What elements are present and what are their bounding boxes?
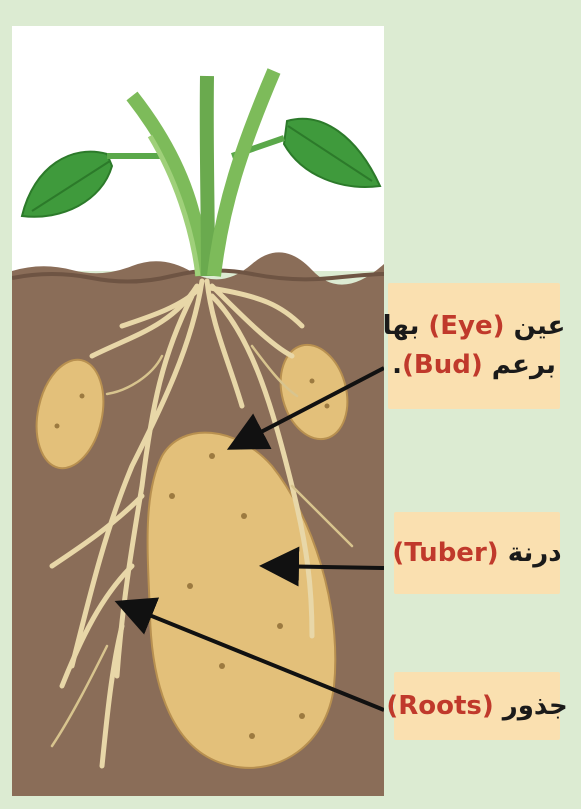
tuber-label-en: (Tuber)	[392, 534, 498, 573]
tuber-arrow	[267, 566, 384, 568]
roots-label: جذور (Roots)	[394, 672, 560, 740]
bud-label-en: (Bud)	[402, 350, 483, 380]
eye-label-ar: عين	[514, 311, 566, 341]
tuber-label: درنة (Tuber)	[394, 512, 560, 594]
eye-bud-label: عين (Eye) بها برعم (Bud).	[388, 283, 560, 409]
potato-plant-illustration	[12, 26, 384, 796]
bud-label-ar: برعم	[492, 350, 556, 380]
tuber-label-ar: درنة	[508, 534, 562, 573]
roots-label-ar: جذور	[503, 687, 568, 726]
bud-label-period: .	[392, 350, 402, 380]
roots-label-en: (Roots)	[386, 687, 493, 726]
eye-label-ar2: بها	[383, 311, 420, 341]
eye-label-en: (Eye)	[428, 311, 504, 341]
